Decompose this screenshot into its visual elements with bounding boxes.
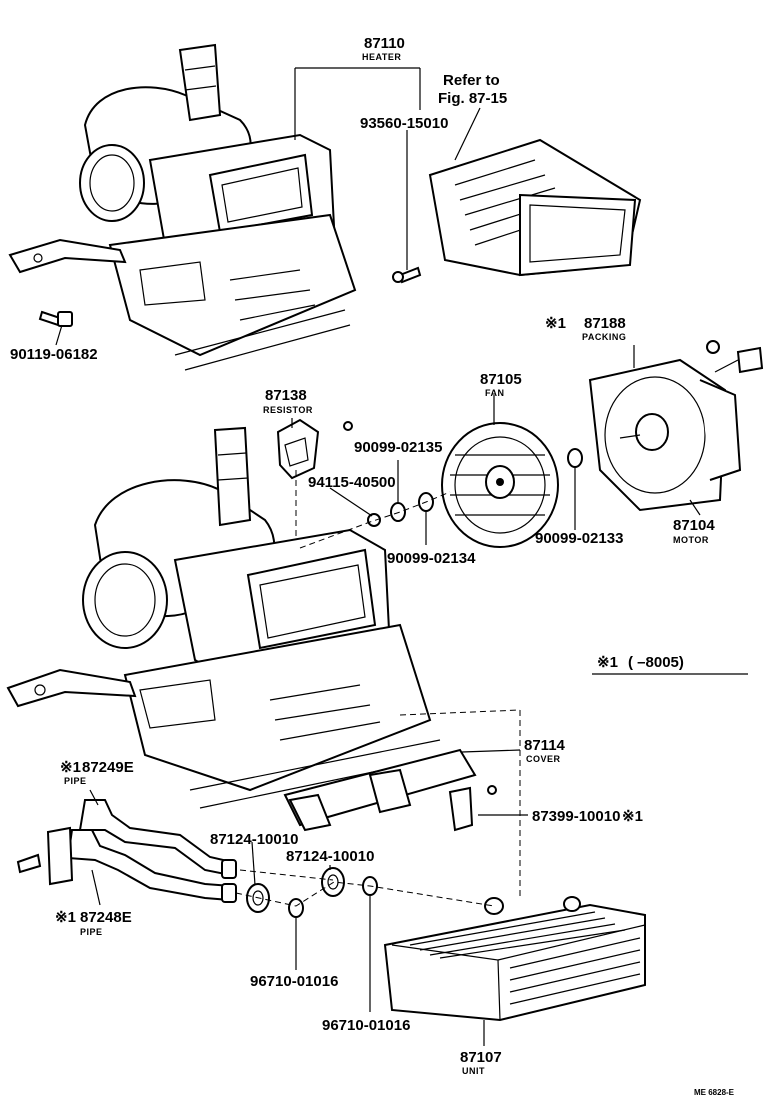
- resistor-part-number: 87138: [265, 387, 307, 404]
- clamp-87399: [448, 785, 497, 832]
- air-duct: [428, 138, 642, 277]
- resistor-name: RESISTOR: [263, 405, 313, 415]
- label-pipe-e8: ※1 87248E PIPE: [55, 909, 132, 937]
- pipe-e8-mark: ※1: [55, 909, 76, 926]
- motor-name: MOTOR: [673, 535, 709, 545]
- grommet-1-number: 87124-10010: [210, 831, 298, 848]
- bolt-left-number: 90119-06182: [10, 346, 98, 363]
- note-text: ( –8005): [628, 654, 684, 671]
- screw-a-number: 94115-40500: [308, 474, 396, 491]
- fan-part-number: 87105: [480, 371, 522, 388]
- leader-lines: [55, 67, 748, 1046]
- resistor-87138: [276, 418, 353, 480]
- pipe-e9-mark: ※1: [60, 759, 81, 776]
- pipes: [16, 799, 237, 903]
- dashed-lines: [235, 470, 521, 907]
- bolt-90119: [38, 310, 73, 327]
- label-pipe-e9: ※1 87249E PIPE: [60, 759, 134, 786]
- label-fan: 87105 FAN: [480, 371, 522, 398]
- fan-name: FAN: [485, 388, 505, 398]
- cover-87114: [283, 748, 477, 832]
- cover-name: COVER: [526, 754, 561, 764]
- washer-a-number: 90099-02135: [354, 439, 442, 456]
- label-clamp: 87399-10010 ※1: [532, 808, 643, 825]
- label-packing: ※1 87188 PACKING: [545, 315, 626, 342]
- washer-b-number: 90099-02134: [387, 550, 476, 567]
- label-heater: 87110 HEATER: [362, 35, 405, 62]
- packing-mark: ※1: [545, 315, 566, 332]
- heater-assembly-bottom: [6, 426, 451, 809]
- label-resistor: 87138 RESISTOR: [263, 387, 313, 415]
- packing-name: PACKING: [582, 332, 626, 342]
- screw-93560: [392, 266, 422, 284]
- label-cover: 87114 COVER: [524, 737, 566, 764]
- pipe-e8-part-number: 87248E: [80, 909, 132, 926]
- label-unit: 87107 UNIT: [460, 1049, 502, 1076]
- cover-part-number: 87114: [524, 737, 566, 754]
- heater-name: HEATER: [362, 52, 401, 62]
- packing-part-number: 87188: [584, 315, 626, 332]
- note-mark: ※1: [597, 654, 618, 671]
- heater-core-unit-87107: [383, 896, 646, 1022]
- oring-1-number: 96710-01016: [250, 973, 338, 990]
- washer-c-number: 90099-02133: [535, 530, 623, 547]
- unit-name: UNIT: [462, 1066, 485, 1076]
- heater-assembly-top: [8, 43, 357, 371]
- label-motor: 87104 MOTOR: [673, 517, 715, 545]
- motor-87104: [588, 340, 764, 512]
- clamp-mark: ※1: [622, 808, 643, 825]
- pipe-e8-name: PIPE: [80, 927, 103, 937]
- label-note: ※1 ( –8005): [597, 654, 684, 671]
- oring-2-number: 96710-01016: [322, 1017, 410, 1034]
- pipe-e9-part-number: 87249E: [82, 759, 134, 776]
- unit-part-number: 87107: [460, 1049, 502, 1066]
- label-refer: Refer to Fig. 87-15: [438, 72, 507, 107]
- heater-part-number: 87110: [364, 35, 405, 52]
- pipe-e9-name: PIPE: [64, 776, 87, 786]
- motor-part-number: 87104: [673, 517, 715, 534]
- bolt-top-number: 93560-15010: [360, 115, 448, 132]
- refer-line2: Fig. 87-15: [438, 90, 507, 107]
- clamp-part-number: 87399-10010: [532, 808, 620, 825]
- grommets-orings: [246, 867, 378, 918]
- fan-87105: [441, 422, 559, 548]
- grommet-2-number: 87124-10010: [286, 848, 374, 865]
- refer-line1: Refer to: [443, 72, 500, 89]
- figure-code: ME 6828-E: [694, 1088, 735, 1097]
